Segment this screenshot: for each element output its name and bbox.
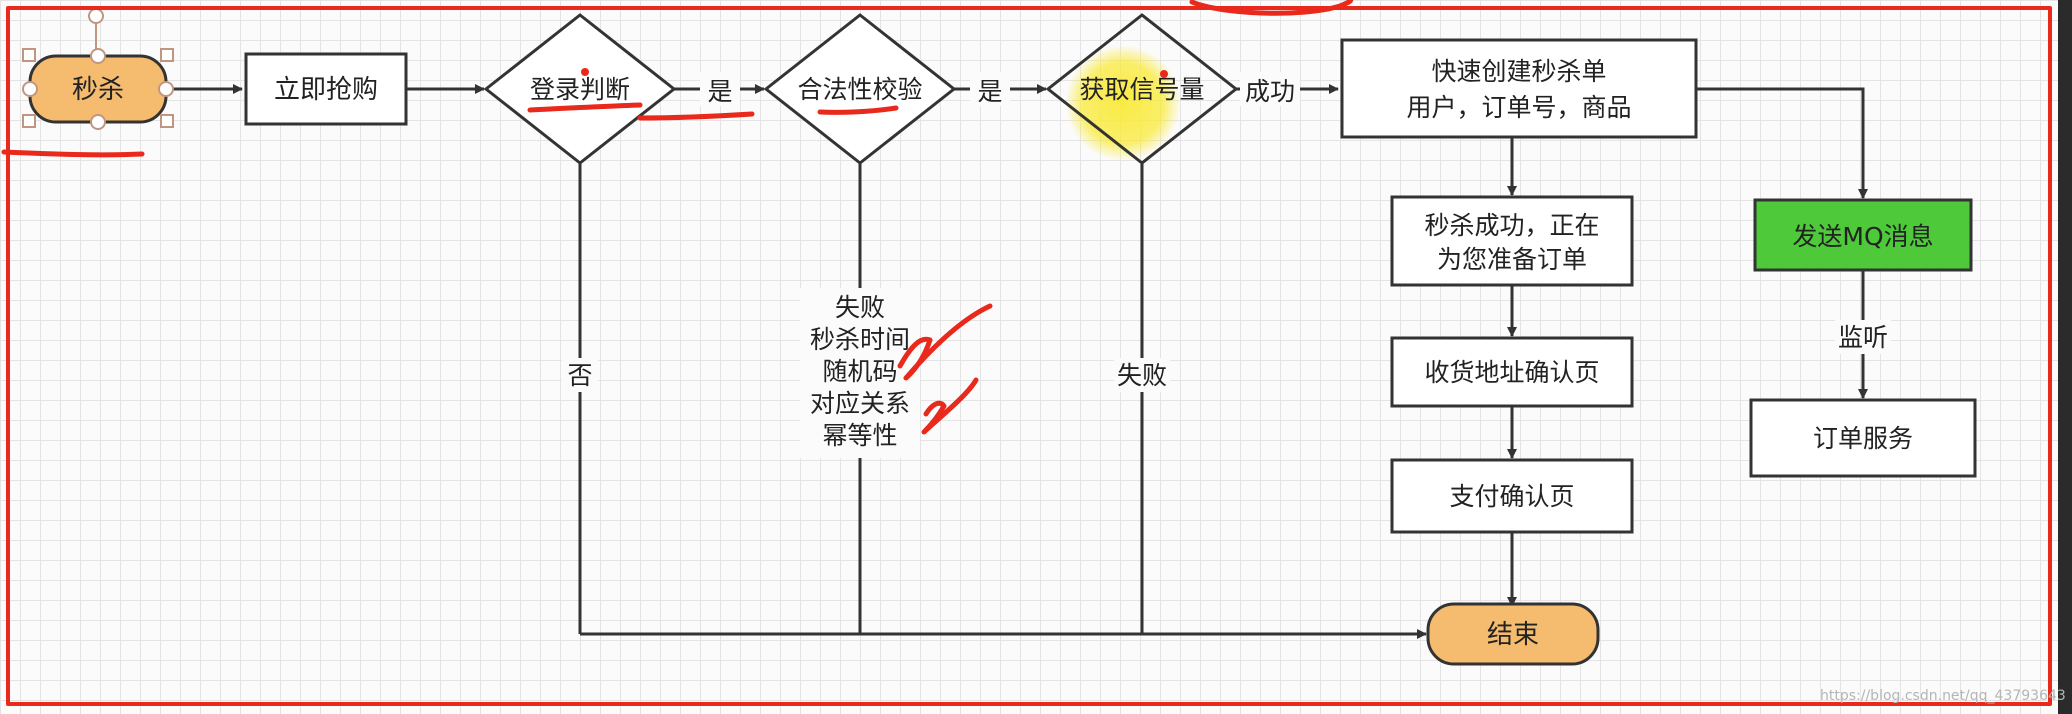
watermark: https://blog.csdn.net/qq_43793643 xyxy=(1820,688,2066,704)
red-underline-login xyxy=(527,102,643,113)
red-check-2 xyxy=(921,377,979,435)
node-legality-check-label: 合法性校验 xyxy=(797,75,922,104)
red-underline-legality xyxy=(817,105,899,115)
node-payment-confirm-label: 支付确认页 xyxy=(1449,482,1574,511)
node-end[interactable]: 结束 xyxy=(1426,602,1600,666)
node-login-check[interactable]: 登录判断 xyxy=(483,13,677,165)
node-order-service-label: 订单服务 xyxy=(1813,424,1913,453)
red-frame xyxy=(6,6,2052,706)
edge-label-no: 否 xyxy=(567,361,592,390)
edge-label-fail-semaphore: 失败 xyxy=(1117,361,1167,390)
selection-handles xyxy=(22,8,174,130)
node-buy-now-label: 立即抢购 xyxy=(274,75,378,105)
edge-labels: 是 是 成功 否 失败 监听 失败 秒杀时间 随机码 对应关系 幂等性 xyxy=(562,72,1891,458)
edge-label-yes-1: 是 xyxy=(707,77,732,106)
node-seckill-success[interactable]: 秒杀成功，正在 为您准备订单 xyxy=(1390,195,1634,287)
window-edge xyxy=(2058,0,2072,714)
node-payment-confirm[interactable]: 支付确认页 xyxy=(1390,458,1634,534)
red-scribble-top xyxy=(1189,0,1354,16)
red-underline-seckill xyxy=(1,149,145,158)
edge-label-yes-2: 是 xyxy=(977,77,1002,106)
node-order-service[interactable]: 订单服务 xyxy=(1749,398,1977,478)
edge-label-success: 成功 xyxy=(1245,77,1295,106)
node-seckill[interactable]: 秒杀 xyxy=(28,54,168,124)
edge-label-fail-line-3: 随机码 xyxy=(822,357,897,386)
edge-create-mq xyxy=(1696,87,1868,199)
node-create-order-line2: 用户，订单号，商品 xyxy=(1406,93,1631,122)
node-legality-check[interactable]: 合法性校验 xyxy=(763,13,957,165)
edge-label-fail-line-1: 失败 xyxy=(835,293,885,322)
edge-label-fail-line-2: 秒杀时间 xyxy=(810,325,910,354)
node-buy-now[interactable]: 立即抢购 xyxy=(244,52,408,126)
node-seckill-label: 秒杀 xyxy=(72,75,124,105)
node-success-line2: 为您准备订单 xyxy=(1437,245,1587,274)
red-underline-yes xyxy=(637,111,755,121)
node-address-confirm-label: 收货地址确认页 xyxy=(1424,358,1599,387)
node-send-mq-label: 发送MQ消息 xyxy=(1792,222,1933,251)
edge-label-fail-line-5: 幂等性 xyxy=(822,421,897,450)
node-get-semaphore-label: 获取信号量 xyxy=(1079,75,1204,104)
edge-label-fail-line-4: 对应关系 xyxy=(810,389,910,418)
node-get-semaphore[interactable]: 获取信号量 xyxy=(1045,13,1239,165)
node-create-order[interactable]: 快速创建秒杀单 用户，订单号，商品 xyxy=(1340,38,1698,139)
node-success-line1: 秒杀成功，正在 xyxy=(1424,211,1599,240)
node-create-order-line1: 快速创建秒杀单 xyxy=(1431,57,1606,86)
red-check-1 xyxy=(897,303,993,381)
node-login-check-label: 登录判断 xyxy=(530,75,630,104)
red-annotations xyxy=(1,0,2052,706)
edge-label-listen: 监听 xyxy=(1838,323,1888,352)
node-end-label: 结束 xyxy=(1487,620,1539,650)
highlight-circle xyxy=(1065,45,1181,161)
node-send-mq[interactable]: 发送MQ消息 xyxy=(1753,198,1973,272)
node-address-confirm[interactable]: 收货地址确认页 xyxy=(1390,336,1634,408)
